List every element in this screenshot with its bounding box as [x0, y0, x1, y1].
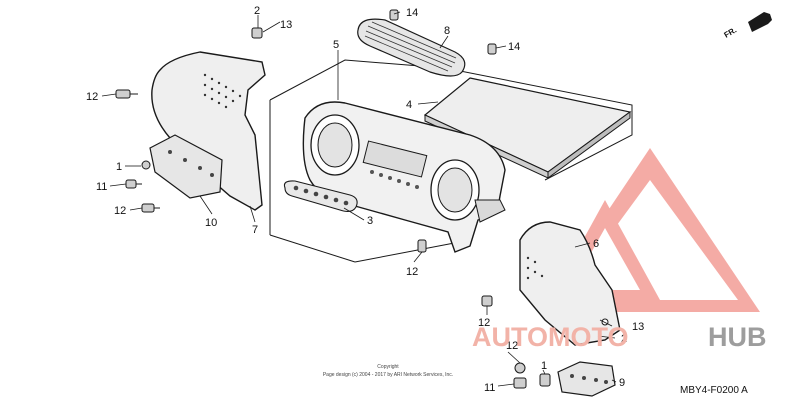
callout-9: 9	[619, 377, 625, 389]
callout-1: 1	[116, 161, 122, 173]
bolt-icon	[417, 239, 427, 253]
callout-6: 6	[593, 238, 599, 250]
callout-11: 11	[484, 382, 495, 394]
callout-7: 7	[252, 224, 258, 236]
watermark-brand-part1: AUTOMOTO	[472, 322, 629, 352]
front-direction-indicator: FR.	[723, 12, 772, 40]
nut-icon	[539, 373, 551, 387]
callout-12: 12	[506, 340, 518, 352]
callout-13: 13	[280, 19, 292, 31]
nut-icon	[514, 362, 526, 374]
bolt-icon	[125, 179, 142, 189]
callout-13: 13	[632, 321, 644, 333]
callout-8: 8	[444, 25, 450, 37]
instrument-panel-part	[302, 101, 506, 253]
callout-2: 2	[621, 333, 627, 345]
bolt-icon	[487, 43, 497, 55]
callout-10: 10	[205, 217, 217, 229]
assembly-frame	[269, 59, 633, 263]
bolt-icon	[389, 9, 399, 21]
right-bracket-part	[557, 361, 616, 397]
arrow-right-icon	[748, 12, 772, 32]
grille-part	[357, 18, 466, 77]
watermark-brand-part2: HUB	[708, 322, 767, 352]
left-bracket-part	[149, 134, 223, 199]
watermark-brand: AUTOMOTO HUB	[472, 322, 767, 352]
callout-14: 14	[508, 41, 520, 53]
callout-4: 4	[406, 99, 412, 111]
pad-part	[423, 77, 632, 179]
bolt-icon	[481, 295, 493, 307]
indicator-lens-part	[283, 180, 358, 213]
nut-icon	[251, 27, 263, 39]
callout-12: 12	[406, 266, 418, 278]
callout-12: 12	[114, 205, 126, 217]
callout-12: 12	[478, 317, 490, 329]
callout-12: 12	[86, 91, 98, 103]
leader-lines	[101, 11, 617, 387]
copyright-line2: Page design (c) 2004 - 2017 by ARI Netwo…	[323, 372, 453, 378]
callout-2: 2	[254, 5, 260, 17]
front-label: FR.	[723, 25, 739, 39]
callouts: 12 1 11 12 10 7 2 13 14 8 14 5 4 3 12 6 …	[86, 5, 644, 394]
nut-icon	[141, 160, 151, 170]
diagram-code: MBY4-F0200 A	[680, 385, 748, 396]
bolt-icon	[513, 377, 527, 389]
callout-11: 11	[96, 181, 107, 193]
copyright-line1: Copyright	[377, 364, 399, 370]
callout-5: 5	[333, 39, 339, 51]
right-cover-part	[519, 221, 621, 346]
bolt-icon	[115, 89, 138, 99]
callout-1: 1	[541, 360, 547, 372]
bolt-icon	[141, 203, 160, 213]
fasteners	[115, 9, 551, 389]
callout-3: 3	[367, 215, 373, 227]
callout-14: 14	[406, 7, 418, 19]
